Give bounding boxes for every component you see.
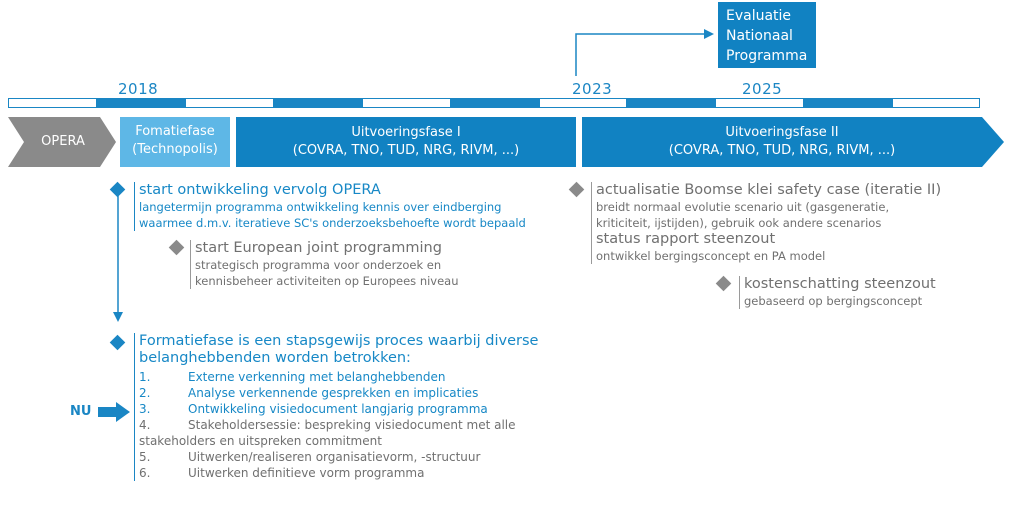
phase-uitvoering-2-arrow bbox=[582, 117, 1004, 167]
phase-formatie-line-2: (Technopolis) bbox=[132, 142, 218, 157]
step-text: Uitwerken definitieve vorm programma bbox=[188, 466, 425, 480]
phase-uitvoering-2: Uitvoeringsfase II (COVRA, TNO, TUD, NRG… bbox=[582, 124, 982, 160]
evaluation-arrow bbox=[575, 29, 714, 76]
milestone-text: langetermijn programma ontwikkeling kenn… bbox=[139, 200, 502, 214]
step-text: stakeholders en uitspreken commitment bbox=[139, 434, 382, 448]
phase-uitvoering-1-line-2: (COVRA, TNO, TUD, NRG, RIVM, ...) bbox=[292, 143, 520, 158]
milestone-title: belanghebbenden worden betrokken: bbox=[139, 350, 411, 366]
phase-opera bbox=[8, 117, 116, 167]
step-number: 3. bbox=[139, 402, 151, 416]
phase-uitvoering-1-line-1: Uitvoeringsfase I bbox=[351, 125, 461, 140]
milestone-text: kennisbeheer activiteiten op Europees ni… bbox=[195, 274, 459, 288]
milestone-title: start ontwikkeling vervolg OPERA bbox=[139, 182, 381, 198]
milestone-boomse: actualisatie Boomse klei safety case (it… bbox=[591, 182, 941, 264]
step-text: Ontwikkeling visiedocument langjarig pro… bbox=[188, 402, 488, 416]
step-number: 4. bbox=[139, 418, 151, 432]
step-text: Analyse verkennende gesprekken en implic… bbox=[188, 386, 479, 400]
milestone-diamond bbox=[109, 334, 126, 351]
step-2: 2. Analyse verkennende gesprekken en imp… bbox=[139, 385, 559, 401]
phase-uitvoering-2-line-2: (COVRA, TNO, TUD, NRG, RIVM, ...) bbox=[668, 143, 896, 158]
milestone-title: actualisatie Boomse klei safety case (it… bbox=[596, 182, 942, 198]
step-4: 4. Stakeholdersessie: bespreking visiedo… bbox=[139, 417, 559, 433]
milestone-european: start European joint programming strateg… bbox=[190, 240, 459, 289]
year-2018: 2018 bbox=[118, 80, 159, 98]
milestone-text: strategisch programma voor onderzoek en bbox=[195, 258, 442, 272]
evaluation-box: Evaluatie Nationaal Programma bbox=[718, 2, 816, 68]
phase-opera-label: OPERA bbox=[41, 134, 85, 149]
year-2023: 2023 bbox=[572, 80, 613, 98]
milestone-title: kostenschatting steenzout bbox=[744, 276, 936, 292]
milestone-diamond bbox=[568, 181, 585, 198]
step-6: 6. Uitwerken definitieve vorm programma bbox=[139, 465, 559, 481]
milestone-title: start European joint programming bbox=[195, 240, 442, 256]
step-number: 2. bbox=[139, 386, 151, 400]
evaluation-line-1: Evaluatie bbox=[726, 8, 792, 24]
milestone-text: waarmee d.m.v. iteratieve SC's onderzoek… bbox=[139, 216, 526, 230]
timeline-bar bbox=[8, 98, 980, 108]
milestone-text: kriticiteit, ijstijden), gebruik ook and… bbox=[596, 216, 882, 230]
milestone-title: Formatiefase is een stapsgewijs proces w… bbox=[139, 333, 539, 349]
step-text: Stakeholdersessie: bespreking visiedocum… bbox=[188, 418, 516, 432]
milestone-kosten: kostenschatting steenzout gebaseerd op b… bbox=[739, 276, 936, 309]
step-4-cont: stakeholders en uitspreken commitment bbox=[139, 433, 559, 449]
timeline-segment bbox=[626, 99, 716, 107]
evaluation-line-3: Programma bbox=[726, 48, 808, 64]
timeline-segment bbox=[803, 99, 893, 107]
phase-uitvoering-2-line-1: Uitvoeringsfase II bbox=[725, 125, 839, 140]
step-text: Uitwerken/realiseren organisatievorm, -s… bbox=[188, 450, 481, 464]
milestone-diamond bbox=[109, 181, 126, 198]
year-2025: 2025 bbox=[742, 80, 783, 98]
phase-uitvoering-1: Uitvoeringsfase I (COVRA, TNO, TUD, NRG,… bbox=[236, 117, 576, 167]
down-arrow bbox=[113, 196, 123, 322]
timeline-segment bbox=[273, 99, 363, 107]
step-number: 5. bbox=[139, 450, 151, 464]
milestone-diamond bbox=[168, 239, 185, 256]
phase-formatie: Fomatiefase (Technopolis) bbox=[120, 117, 230, 167]
step-3: 3. Ontwikkeling visiedocument langjarig … bbox=[139, 401, 559, 417]
step-1: 1. Externe verkenning met belanghebbende… bbox=[139, 369, 559, 385]
milestone-title: status rapport steenzout bbox=[596, 231, 776, 247]
evaluation-line-2: Nationaal bbox=[726, 28, 793, 44]
step-5: 5. Uitwerken/realiseren organisatievorm,… bbox=[139, 449, 559, 465]
now-label: NU bbox=[70, 404, 92, 419]
now-arrow-icon bbox=[98, 402, 130, 422]
milestone-text: breidt normaal evolutie scenario uit (ga… bbox=[596, 200, 890, 214]
phase-formatie-line-1: Fomatiefase bbox=[135, 124, 215, 139]
step-text: Externe verkenning met belanghebbenden bbox=[188, 370, 446, 384]
milestone-opera-start: start ontwikkeling vervolg OPERA langete… bbox=[134, 182, 526, 231]
step-number: 6. bbox=[139, 466, 151, 480]
timeline-segment bbox=[450, 99, 540, 107]
milestone-diamond bbox=[715, 275, 732, 292]
milestone-formatie: Formatiefase is een stapsgewijs proces w… bbox=[134, 333, 559, 481]
step-number: 1. bbox=[139, 370, 151, 384]
milestone-text: gebaseerd op bergingsconcept bbox=[744, 294, 923, 308]
milestone-text: ontwikkel bergingsconcept en PA model bbox=[596, 249, 826, 263]
timeline-segment bbox=[96, 99, 186, 107]
